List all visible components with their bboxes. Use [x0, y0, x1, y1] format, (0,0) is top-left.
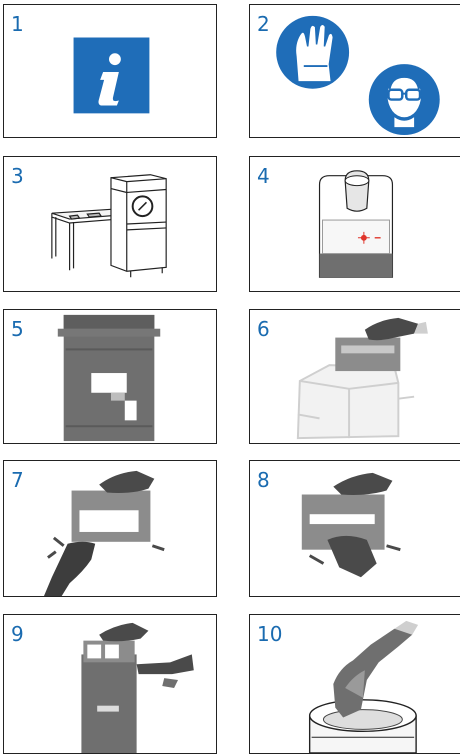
insert-cartridge-icon: [250, 461, 460, 596]
machine-control-panel-icon: [250, 157, 460, 291]
attach-hose-icon: [4, 615, 216, 753]
canister-hand-icon: [250, 615, 460, 753]
step-panel-10: 10: [249, 614, 460, 754]
step-panel-1: 1: [3, 4, 217, 138]
step-panel-8: 8: [249, 460, 460, 597]
step-panel-3: 3: [3, 156, 217, 292]
step-panel-5: 5: [3, 309, 217, 444]
step-panel-2: 2: [249, 4, 460, 138]
dishwasher-on-table-icon: [4, 157, 216, 291]
step-panel-7: 7: [3, 460, 217, 597]
info-icon: [4, 5, 216, 137]
step-panel-6: 6: [249, 309, 460, 444]
gloves-and-goggles-icon: [250, 5, 460, 137]
step-panel-9: 9: [3, 614, 217, 754]
container-icon: [4, 310, 216, 443]
unpack-box-icon: [250, 310, 460, 443]
step-panel-4: 4: [249, 156, 460, 292]
remove-cartridge-icon: [4, 461, 216, 596]
